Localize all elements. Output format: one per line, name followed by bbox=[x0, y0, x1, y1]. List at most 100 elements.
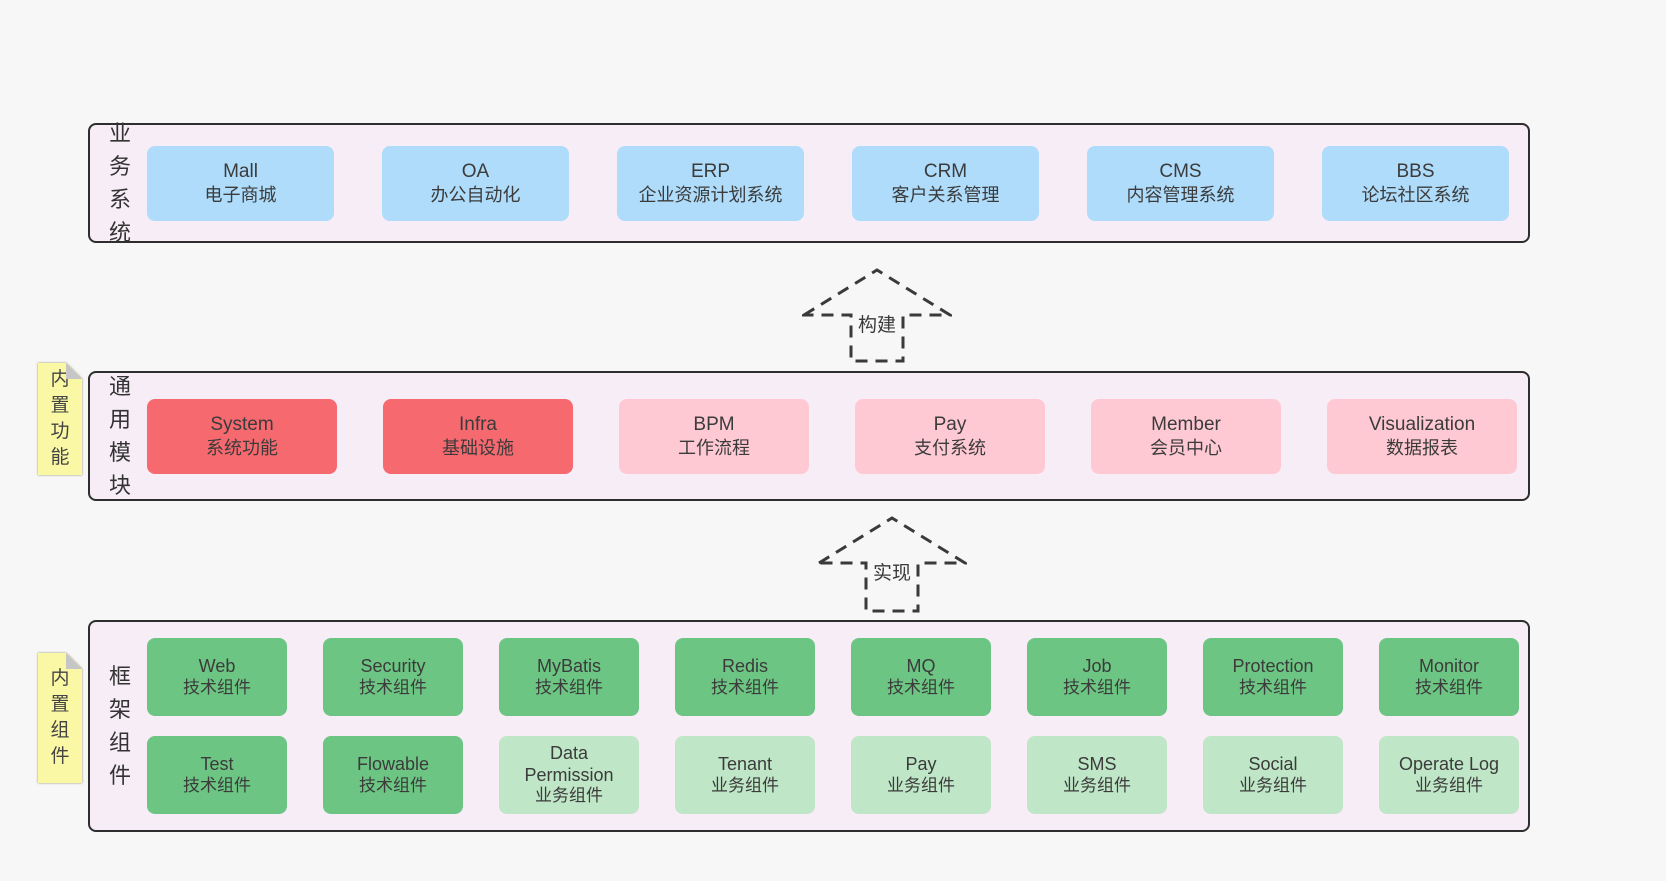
sticky-built-in-features: 内置功能 bbox=[38, 363, 82, 475]
box-title: OA bbox=[461, 160, 490, 182]
box-title: CMS bbox=[1159, 160, 1202, 182]
box-mybatis: MyBatis 技术组件 bbox=[499, 638, 639, 716]
box-subtitle: 基础设施 bbox=[442, 437, 514, 458]
implement-arrow: 实现 bbox=[817, 515, 967, 615]
box-tenant: Tenant 业务组件 bbox=[675, 736, 815, 814]
box-title: Flowable bbox=[356, 754, 430, 774]
box-title: System bbox=[210, 413, 274, 435]
business-systems-boxes: Mall 电子商城 OA 办公自动化 ERP 企业资源计划系统 CRM 客户关系… bbox=[147, 145, 1509, 221]
box-subtitle: 内容管理系统 bbox=[1126, 184, 1235, 205]
box-title: CRM bbox=[923, 160, 968, 182]
sticky-built-in-components: 内置组件 bbox=[38, 653, 82, 783]
box-subtitle: 客户关系管理 bbox=[891, 184, 1000, 205]
box-title: BBS bbox=[1396, 160, 1435, 182]
framework-components-row-1: Web 技术组件 Security 技术组件 MyBatis 技术组件 Redi… bbox=[147, 638, 1519, 716]
box-mall: Mall 电子商城 bbox=[147, 145, 334, 221]
box-oa: OA 办公自动化 bbox=[382, 145, 569, 221]
box-subtitle: 系统功能 bbox=[206, 437, 278, 458]
box-title: MyBatis bbox=[536, 656, 601, 676]
box-bpm: BPM 工作流程 bbox=[619, 398, 809, 474]
sticky-text: 内置功能 bbox=[50, 368, 70, 469]
box-subtitle: 技术组件 bbox=[1063, 677, 1131, 697]
box-operate-log: Operate Log 业务组件 bbox=[1379, 736, 1519, 814]
dashed-up-arrow-icon bbox=[802, 268, 952, 363]
box-security: Security 技术组件 bbox=[323, 638, 463, 716]
box-subtitle: 业务组件 bbox=[711, 775, 779, 795]
box-protection: Protection 技术组件 bbox=[1203, 638, 1343, 716]
box-subtitle: 企业资源计划系统 bbox=[638, 184, 783, 205]
box-title: MQ bbox=[906, 656, 936, 676]
box-web: Web 技术组件 bbox=[147, 638, 287, 716]
box-subtitle: 论坛社区系统 bbox=[1361, 184, 1470, 205]
box-infra: Infra 基础设施 bbox=[383, 398, 573, 474]
box-monitor: Monitor 技术组件 bbox=[1379, 638, 1519, 716]
band-common-modules-label: 通用模块 bbox=[108, 374, 131, 498]
box-title: Monitor bbox=[1418, 656, 1480, 676]
box-subtitle: 办公自动化 bbox=[430, 184, 521, 205]
framework-components-row-2: Test 技术组件 Flowable 技术组件 Data Permission … bbox=[147, 736, 1519, 814]
box-title: SMS bbox=[1077, 754, 1117, 774]
box-system: System 系统功能 bbox=[147, 398, 337, 474]
box-title: Visualization bbox=[1368, 413, 1476, 435]
box-title: Member bbox=[1151, 413, 1221, 435]
box-subtitle: 技术组件 bbox=[711, 677, 779, 697]
box-subtitle: 业务组件 bbox=[887, 775, 955, 795]
box-title: BPM bbox=[693, 413, 735, 435]
box-subtitle: 业务组件 bbox=[1239, 775, 1307, 795]
box-title: Operate Log bbox=[1398, 754, 1500, 774]
box-test: Test 技术组件 bbox=[147, 736, 287, 814]
box-cms: CMS 内容管理系统 bbox=[1087, 145, 1274, 221]
box-member: Member 会员中心 bbox=[1091, 398, 1281, 474]
box-subtitle: 支付系统 bbox=[914, 437, 986, 458]
box-subtitle: 工作流程 bbox=[678, 437, 750, 458]
box-title: Infra bbox=[458, 413, 498, 435]
box-sms: SMS 业务组件 bbox=[1027, 736, 1167, 814]
box-title: Redis bbox=[721, 656, 769, 676]
box-title: Pay bbox=[905, 754, 937, 774]
box-title: Pay bbox=[933, 413, 967, 435]
box-subtitle: 技术组件 bbox=[359, 677, 427, 697]
band-business-systems: 业务系统 Mall 电子商城 OA 办公自动化 ERP 企业资源计划系统 CRM… bbox=[88, 121, 1530, 245]
framework-components-rows: Web 技术组件 Security 技术组件 MyBatis 技术组件 Redi… bbox=[147, 638, 1519, 814]
sticky-text: 内置组件 bbox=[50, 667, 70, 768]
box-data-permission: Data Permission 业务组件 bbox=[499, 736, 639, 814]
box-flowable: Flowable 技术组件 bbox=[323, 736, 463, 814]
band-business-systems-label: 业务系统 bbox=[108, 121, 131, 245]
sticky-fold-icon bbox=[66, 363, 82, 379]
band-common-modules: 通用模块 System 系统功能 Infra 基础设施 BPM 工作流程 Pay… bbox=[88, 371, 1530, 501]
box-subtitle: 技术组件 bbox=[183, 775, 251, 795]
build-arrow: 构建 bbox=[802, 267, 952, 365]
box-subtitle: 数据报表 bbox=[1386, 437, 1458, 458]
box-subtitle: 技术组件 bbox=[183, 677, 251, 697]
box-subtitle: 业务组件 bbox=[1415, 775, 1483, 795]
sticky-fold-icon bbox=[66, 653, 82, 669]
box-title: Security bbox=[360, 656, 426, 676]
box-title: Web bbox=[198, 656, 236, 676]
box-subtitle: 技术组件 bbox=[887, 677, 955, 697]
box-pay-module: Pay 支付系统 bbox=[855, 398, 1045, 474]
box-job: Job 技术组件 bbox=[1027, 638, 1167, 716]
box-title: Protection bbox=[1232, 656, 1314, 676]
box-title: ERP bbox=[690, 160, 731, 182]
box-pay-component: Pay 业务组件 bbox=[851, 736, 991, 814]
box-title: Test bbox=[200, 754, 234, 774]
box-title: Data Permission bbox=[524, 743, 614, 785]
box-redis: Redis 技术组件 bbox=[675, 638, 815, 716]
box-subtitle: 电子商城 bbox=[204, 184, 277, 205]
band-framework-components: 框架组件 Web 技术组件 Security 技术组件 MyBatis 技术组件… bbox=[88, 620, 1530, 832]
box-social: Social 业务组件 bbox=[1203, 736, 1343, 814]
box-subtitle: 业务组件 bbox=[1063, 775, 1131, 795]
box-bbs: BBS 论坛社区系统 bbox=[1322, 145, 1509, 221]
box-subtitle: 技术组件 bbox=[535, 677, 603, 697]
box-title: Mall bbox=[223, 160, 258, 182]
build-arrow-label: 构建 bbox=[853, 310, 901, 337]
box-visualization: Visualization 数据报表 bbox=[1327, 398, 1517, 474]
box-subtitle: 技术组件 bbox=[1239, 677, 1307, 697]
box-title: Job bbox=[1082, 656, 1112, 676]
band-framework-components-label: 框架组件 bbox=[108, 664, 131, 788]
box-crm: CRM 客户关系管理 bbox=[852, 145, 1039, 221]
implement-arrow-label: 实现 bbox=[868, 558, 916, 585]
box-subtitle: 技术组件 bbox=[359, 775, 427, 795]
dashed-up-arrow-icon bbox=[817, 516, 967, 613]
